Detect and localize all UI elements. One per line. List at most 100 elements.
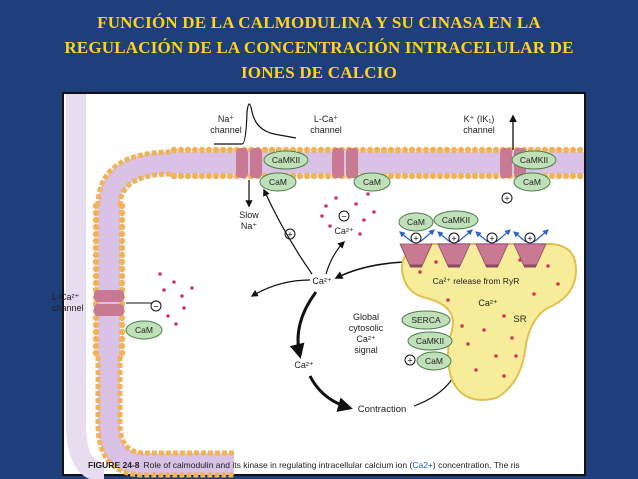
lipid-head — [555, 172, 563, 180]
calcium-dot — [546, 264, 550, 268]
arrow-contraction-to-sr — [413, 370, 457, 407]
calcium-dot — [358, 232, 362, 236]
ryr-release-arrow — [495, 229, 511, 243]
k-channel-label: channel — [463, 125, 495, 135]
lipid-head — [464, 146, 472, 154]
cam-protein: CaM — [353, 172, 391, 192]
ryr-release-arrow — [533, 229, 549, 243]
lca-top-channel — [332, 148, 358, 178]
lipid-head — [422, 146, 430, 154]
calcium-dot — [418, 270, 422, 274]
svg-text:CaM: CaM — [407, 217, 425, 227]
lipid-head — [118, 328, 126, 336]
lipid-head — [555, 146, 563, 154]
lipid-head — [310, 146, 318, 154]
svg-text:CaM: CaM — [523, 177, 541, 187]
lipid-head — [450, 172, 458, 180]
caption-ion: Ca2+ — [412, 460, 433, 470]
lipid-head — [457, 172, 465, 180]
lipid-head — [443, 146, 451, 154]
camkii-protein: CaMKII — [407, 331, 453, 351]
lipid-head — [205, 172, 213, 180]
lipid-head — [569, 172, 577, 180]
lipid-head — [394, 146, 402, 154]
svg-text:CaMKII: CaMKII — [272, 155, 300, 165]
ryr-release-arrow — [513, 231, 527, 243]
ryr-release-label: Ca²⁺ release from RyR — [433, 276, 520, 286]
lipid-head — [492, 146, 500, 154]
cam-protein: CaM — [416, 351, 452, 371]
membrane-lower-heads-inner — [117, 356, 234, 456]
arrow-ca-up — [325, 240, 346, 275]
calcium-dot — [482, 328, 486, 332]
figure-panel: Na⁺ channel L-Ca⁺ channel K⁺ (IK₁) chann… — [52, 92, 586, 479]
lipid-head — [92, 272, 100, 280]
lipid-head — [205, 146, 213, 154]
lipid-head — [118, 279, 126, 287]
lipid-head — [118, 230, 126, 238]
calcium-dot — [174, 322, 178, 326]
lipid-head — [408, 172, 416, 180]
lipid-head — [548, 172, 556, 180]
slide-title: FUNCIÓN DE LA CALMODULINA Y SU CINASA EN… — [0, 10, 638, 85]
lipid-head — [198, 146, 206, 154]
calcium-dot — [328, 224, 332, 228]
cam-protein: CaM — [398, 212, 434, 232]
membrane-lower-tube — [98, 356, 234, 475]
lipid-head — [401, 146, 409, 154]
lipid-head — [394, 172, 402, 180]
calcium-dot — [324, 204, 328, 208]
calcium-dot — [514, 354, 518, 358]
membrane-bend-heads — [95, 149, 173, 207]
cam-protein: CaM — [125, 320, 163, 340]
plus-sign: + — [486, 232, 498, 244]
lipid-head — [170, 172, 178, 180]
ca-label-lower: Ca²⁺ — [294, 360, 314, 370]
lipid-head — [92, 216, 100, 224]
lipid-head — [562, 146, 570, 154]
lipid-head — [317, 172, 325, 180]
calcium-dot — [446, 298, 450, 302]
lipid-head — [478, 172, 486, 180]
svg-text:+: + — [451, 234, 456, 244]
lipid-head — [380, 146, 388, 154]
calcium-dot — [466, 342, 470, 346]
lipid-head — [212, 172, 220, 180]
lipid-head — [401, 172, 409, 180]
lipid-head — [562, 172, 570, 180]
lipid-head — [198, 172, 206, 180]
lipid-head — [296, 172, 304, 180]
lipid-head — [303, 146, 311, 154]
lipid-head — [408, 146, 416, 154]
lipid-head — [569, 146, 577, 154]
calcium-dot — [556, 282, 560, 286]
lipid-head — [92, 349, 100, 357]
ryr-channels — [399, 229, 549, 268]
lipid-head — [296, 146, 304, 154]
ryr-release-arrow — [475, 231, 489, 243]
lipid-head — [219, 172, 227, 180]
caption-text-end: ) concentration. The ris — [432, 460, 520, 470]
tubule-lumen — [66, 94, 105, 479]
lipid-head — [191, 172, 199, 180]
lipid-head — [170, 146, 178, 154]
lipid-head — [92, 265, 100, 273]
calcium-dot — [532, 292, 536, 296]
lipid-head — [219, 146, 227, 154]
lipid-head — [464, 172, 472, 180]
slow-na-label: Na⁺ — [241, 221, 258, 231]
calcium-dot — [362, 218, 366, 222]
lipid-head — [184, 146, 192, 154]
lipid-head — [92, 244, 100, 252]
lipid-head — [92, 342, 100, 350]
lipid-head — [443, 172, 451, 180]
lipid-head — [359, 146, 367, 154]
lipid-head — [118, 244, 126, 252]
plus-sign: + — [410, 232, 422, 244]
lipid-head — [226, 146, 234, 154]
calcium-dots — [320, 192, 376, 236]
calcium-dot — [190, 286, 194, 290]
lipid-head — [118, 349, 126, 357]
lipid-head — [450, 146, 458, 154]
lipid-head — [118, 223, 126, 231]
